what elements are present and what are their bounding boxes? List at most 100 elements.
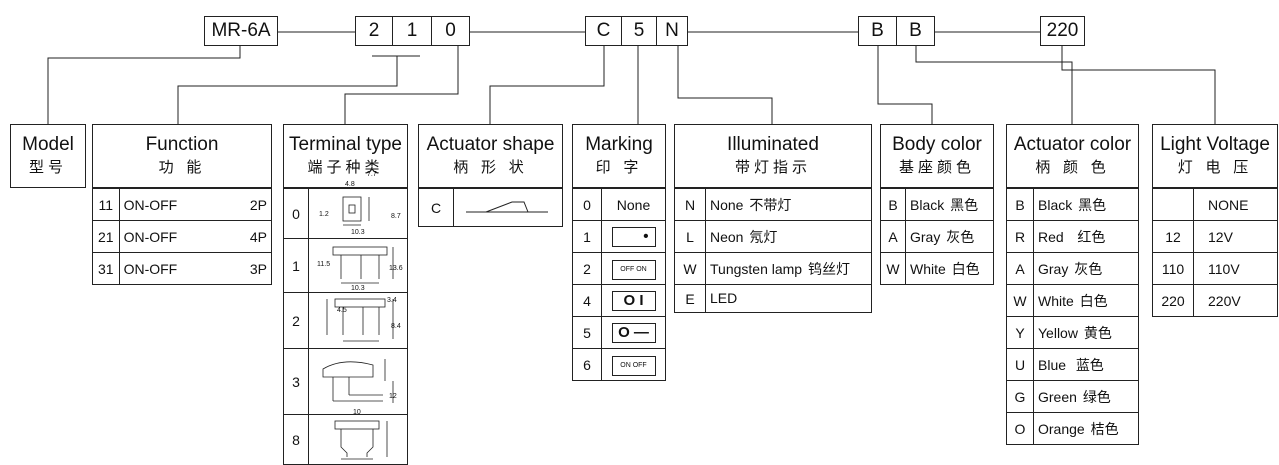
table-row: 0 7.7 4.8	[283, 171, 408, 239]
actuator-color-code: O	[1006, 412, 1034, 445]
terminal-table: 0 7.7 4.8 1 1.2 10.3 8.7 2 11.5 13.6 1	[283, 171, 408, 465]
illuminated-code: L	[674, 220, 706, 253]
marking-o-i-icon: O I	[611, 290, 656, 311]
illuminated-code: N	[674, 188, 706, 221]
table-row: 1 •	[572, 220, 666, 253]
table-row: 0 None	[572, 188, 666, 221]
marking-dot-icon: •	[611, 226, 656, 247]
marking-off-on-icon: OFF ON	[611, 259, 656, 280]
table-row: W White 白色	[880, 252, 994, 285]
actuator-color-label: Gray 灰色	[1033, 252, 1139, 285]
voltage-value: NONE	[1193, 188, 1278, 221]
table-row: 8 12 10	[283, 393, 408, 465]
actuator-color-label: Blue 蓝色	[1033, 348, 1139, 381]
terminal-drawing-4: 12 10	[308, 393, 408, 465]
actuator-color-label: White 白色	[1033, 284, 1139, 317]
function-code: 11	[92, 188, 120, 221]
function-code: 21	[92, 220, 120, 253]
voltage-value: 12V	[1193, 220, 1278, 253]
table-row: 2 OFF ON	[572, 252, 666, 285]
table-row: 3 4.5 3.4 8.4	[283, 297, 408, 415]
table-row: A Gray 灰色	[880, 220, 994, 253]
actuator-color-code: G	[1006, 380, 1034, 413]
marking-code: 2	[572, 252, 602, 285]
terminal-drawing-1: 1.2 10.3 8.7	[308, 211, 408, 293]
actuator-color-label: Yellow 黄色	[1033, 316, 1139, 349]
actuator-color-code: Y	[1006, 316, 1034, 349]
illuminated-label: None 不带灯	[705, 188, 872, 221]
terminal-4-icon	[334, 420, 388, 459]
actuator-color-code: U	[1006, 348, 1034, 381]
illuminated-label: LED	[705, 284, 872, 313]
marking-code: 6	[572, 348, 602, 381]
terminal-drawing-3: 4.5 3.4 8.4	[308, 297, 408, 415]
table-row: W Tungsten lamp 钨丝灯	[674, 252, 872, 285]
code-digit-2: 1	[392, 16, 432, 46]
code-model: MR-6A	[204, 16, 278, 46]
body-color-table: B Black 黑色 A Gray 灰色 W White 白色	[880, 188, 994, 285]
illuminated-code: E	[674, 284, 706, 313]
actuator-shape-table: C	[418, 188, 563, 227]
terminal-3-icon	[322, 358, 394, 403]
actuator-color-code: W	[1006, 284, 1034, 317]
table-row: 4 O I	[572, 284, 666, 317]
marking-code: 5	[572, 316, 602, 349]
terminal-1-icon	[332, 246, 394, 283]
terminal-drawing-2: 11.5 13.6 10.3	[308, 261, 408, 349]
code-actuator-shape: C	[585, 16, 622, 46]
actuator-color-code: A	[1006, 252, 1034, 285]
table-row: NONE	[1152, 188, 1278, 221]
illuminated-label: Neon 氖灯	[705, 220, 872, 253]
illuminated-code: W	[674, 252, 706, 285]
marking-symbol: OFF ON	[601, 252, 666, 285]
illuminated-label: Tungsten lamp 钨丝灯	[705, 252, 872, 285]
body-color-code: W	[880, 252, 906, 285]
voltage-value: 110V	[1193, 252, 1278, 285]
marking-symbol: O —	[601, 316, 666, 349]
marking-on-off-icon: ON OFF	[611, 355, 656, 376]
voltage-code	[1152, 188, 1194, 221]
voltage-code: 12	[1152, 220, 1194, 253]
terminal-0-icon	[342, 196, 370, 225]
voltage-value: 220V	[1193, 284, 1278, 317]
terminal-code: 3	[283, 348, 309, 415]
table-row: B Black 黑色	[880, 188, 994, 221]
table-row: 6 ON OFF	[572, 348, 666, 381]
marking-code: 1	[572, 220, 602, 253]
body-color-label: White 白色	[905, 252, 994, 285]
body-color-code: A	[880, 220, 906, 253]
terminal-drawing-0: 7.7 4.8	[308, 171, 408, 239]
illuminated-table: N None 不带灯 L Neon 氖灯 W Tungsten lamp 钨丝灯…	[674, 188, 872, 313]
actuator-color-label: Black 黑色	[1033, 188, 1139, 221]
marking-symbol: •	[601, 220, 666, 253]
voltage-code: 110	[1152, 252, 1194, 285]
function-code: 31	[92, 252, 120, 285]
actuator-shape-code: C	[418, 188, 454, 227]
code-illuminated: N	[656, 16, 688, 46]
actuator-color-label: Green 绿色	[1033, 380, 1139, 413]
marking-code: 0	[572, 188, 602, 221]
actuator-shape-drawing	[453, 188, 563, 227]
table-row: L Neon 氖灯	[674, 220, 872, 253]
actuator-color-code: R	[1006, 220, 1034, 253]
body-color-label: Gray 灰色	[905, 220, 994, 253]
